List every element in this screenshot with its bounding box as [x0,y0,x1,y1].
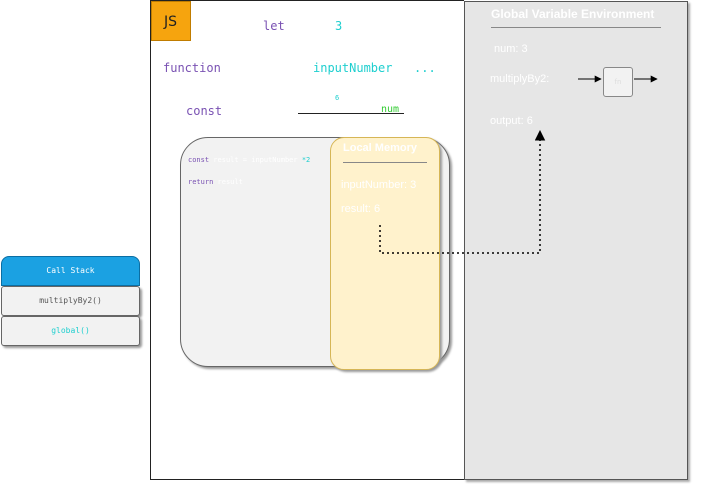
exec-line-1: const result = inputNumber *2 [188,156,310,164]
js-badge: JS [151,1,191,41]
exec-line-1-text: result = inputNumber [213,156,298,164]
function-param: inputNumber [313,61,393,75]
local-memory-entry: result: 6 [341,203,381,215]
call-stack-frame: multiplyBy2() [1,286,140,316]
let-keyword: let [263,19,285,33]
global-num: num: 3 [494,43,528,55]
assignment-line [298,113,404,114]
local-memory-divider [343,162,427,163]
local-memory-title: Local Memory [343,142,417,154]
global-env-divider [491,27,661,28]
let-value: 3 [335,19,343,33]
local-memory-box [330,137,440,370]
const-name: num [381,104,400,115]
call-stack-title: Call Stack [1,256,140,286]
exec-line-1-op: *2 [301,156,311,164]
return-value-arrow [379,129,546,254]
global-multiply: multiplyBy2: [490,73,550,85]
small-value: 6 [335,94,340,102]
const-keyword: const [186,104,223,118]
global-environment-box [464,1,688,480]
function-def-box: fn [603,67,633,97]
global-output: output: 6 [490,115,533,127]
global-env-title: Global Variable Environment [491,7,655,21]
exec-line-1-keyword: const [188,156,210,164]
call-stack-frame: global() [1,316,140,346]
exec-line-2-keyword: return [188,178,214,186]
exec-line-2-text: result [217,178,243,186]
function-ellipsis: ... [414,61,436,75]
function-keyword: function [163,61,221,75]
local-memory-entry: inputNumber: 3 [341,179,417,191]
exec-line-2: return result [188,178,243,186]
